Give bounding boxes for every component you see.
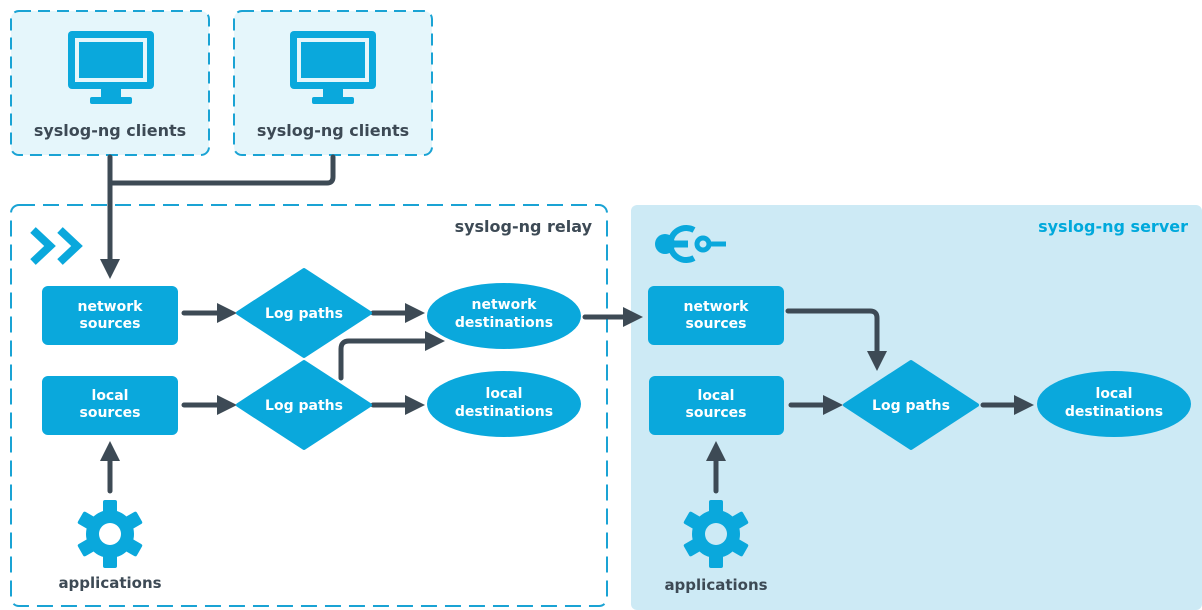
relay-log-paths-1-label: Log paths [265, 306, 343, 322]
gear-icon [683, 500, 749, 568]
client-box-1: syslog-ng clients [10, 10, 210, 156]
server-applications: applications [664, 500, 768, 594]
client-box-2: syslog-ng clients [233, 10, 433, 156]
relay-log-paths-2: Log paths [236, 360, 372, 450]
server-title: syslog-ng server [1038, 217, 1188, 236]
relay-network-destinations: network destinations [427, 283, 581, 349]
relay-panel: syslog-ng relay [10, 204, 608, 607]
relay-logpath2-to-netdest-arrow [338, 331, 445, 381]
server-applications-label: applications [664, 576, 767, 594]
relay-local-destinations-line1: local [486, 386, 523, 402]
relay-network-destinations-line1: network [472, 297, 538, 313]
server-log-paths-label: Log paths [872, 398, 950, 414]
server-netsrc-to-logpath-arrow [785, 308, 887, 371]
server-log-paths: Log paths [843, 360, 979, 450]
relay-chevrons-icon [30, 227, 83, 265]
server-network-sources: network sources [648, 286, 784, 345]
relay-title: syslog-ng relay [455, 217, 593, 236]
client-1-label: syslog-ng clients [34, 121, 186, 140]
server-local-destinations-line2: destinations [1065, 404, 1163, 420]
relay-local-sources-line1: local [92, 388, 129, 404]
relay-local-destinations: local destinations [427, 371, 581, 437]
relay-local-destinations-line2: destinations [455, 404, 553, 420]
server-network-sources-line1: network [684, 299, 750, 315]
relay-log-paths-1: Log paths [236, 268, 372, 358]
client-2-label: syslog-ng clients [257, 121, 409, 140]
server-local-sources: local sources [649, 376, 784, 435]
relay-network-sources-line1: network [78, 299, 144, 315]
relay-local-sources: local sources [42, 376, 178, 435]
monitor-icon [68, 31, 154, 104]
relay-applications-label: applications [58, 574, 161, 592]
connectors [100, 154, 1034, 494]
server-network-sources-line2: sources [686, 316, 747, 332]
server-local-destinations: local destinations [1037, 371, 1191, 437]
relay-network-sources: network sources [42, 286, 178, 345]
relay-applications: applications [58, 500, 162, 592]
relay-local-sources-line2: sources [80, 405, 141, 421]
server-plug-icon [655, 225, 726, 263]
relay-network-sources-line2: sources [80, 316, 141, 332]
client-merge-line [107, 154, 336, 186]
relay-log-paths-2-label: Log paths [265, 398, 343, 414]
server-local-destinations-line1: local [1096, 386, 1133, 402]
monitor-icon [290, 31, 376, 104]
relay-network-destinations-line2: destinations [455, 315, 553, 331]
gear-icon [77, 500, 143, 568]
server-local-sources-line1: local [698, 388, 735, 404]
server-local-sources-line2: sources [686, 405, 747, 421]
